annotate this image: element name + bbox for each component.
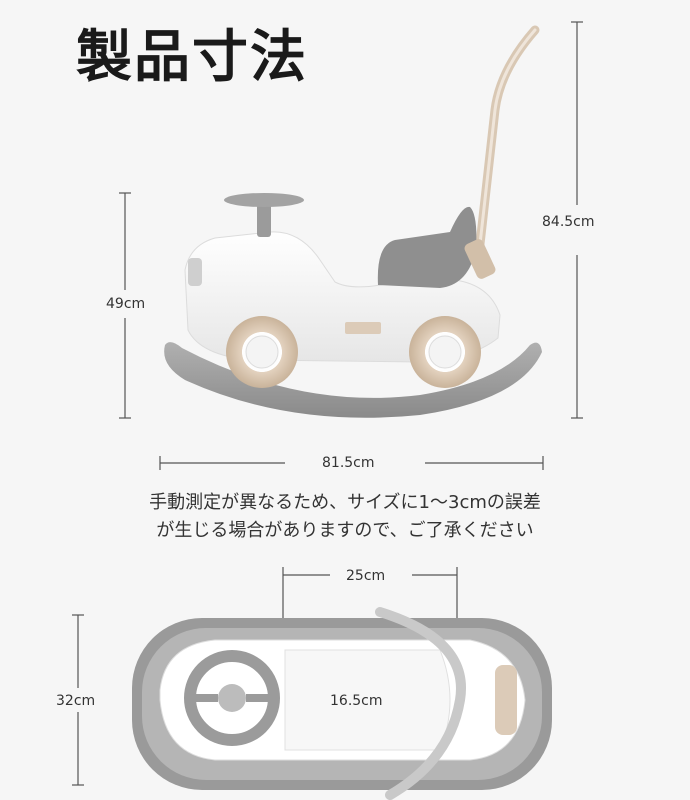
dimension-lines-side bbox=[119, 21, 583, 470]
rocking-car-side-view bbox=[164, 25, 542, 418]
seat-height-label: 49cm bbox=[106, 296, 146, 312]
seat-depth-label: 16.5cm bbox=[330, 693, 383, 709]
seat-width-label: 25cm bbox=[346, 568, 386, 584]
total-height-label: 84.5cm bbox=[542, 214, 595, 230]
base-width-label: 32cm bbox=[56, 693, 96, 709]
measurement-note-line1: 手動測定が異なるため、サイズに1～3cmの誤差 bbox=[149, 492, 541, 513]
page-title: 製品寸法 bbox=[76, 25, 308, 90]
rocking-car-top-view bbox=[132, 607, 552, 800]
measurement-note-line2: が生じる場合がありますので、ご了承ください bbox=[156, 520, 534, 541]
length-label: 81.5cm bbox=[322, 455, 375, 471]
